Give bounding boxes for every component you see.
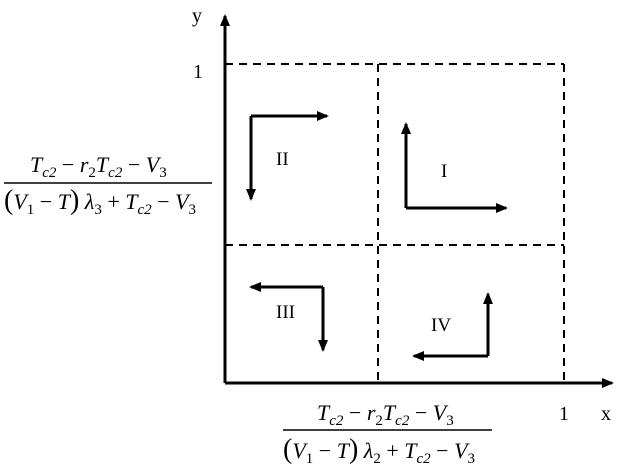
x-threshold-numerator: Tc2 − r2Tc2 − V3 — [317, 400, 454, 429]
region-IV-label: IV — [431, 315, 451, 336]
y-threshold-fraction: Tc2 − r2Tc2 − V3 (V1 − T) λ3 + Tc2 − V3 — [4, 152, 212, 218]
region-I-label: I — [441, 161, 447, 182]
x-threshold-denominator: (V1 − T) λ2 + Tc2 − V3 — [283, 434, 475, 467]
region-IV-arrows — [412, 292, 493, 361]
region-II-arrows — [246, 111, 329, 201]
y-threshold-numerator: Tc2 − r2Tc2 − V3 — [30, 152, 167, 181]
y-axis-one: 1 — [193, 61, 203, 83]
x-axis-one: 1 — [559, 403, 569, 425]
y-threshold-denominator: (V1 − T) λ3 + Tc2 − V3 — [4, 185, 196, 218]
region-II-label: II — [276, 149, 289, 170]
x-axis-label: x — [601, 403, 611, 425]
region-III-arrows — [249, 282, 328, 352]
dashed-boundaries — [225, 63, 565, 383]
x-threshold-fraction: Tc2 − r2Tc2 − V3 (V1 − T) λ2 + Tc2 − V3 — [283, 400, 492, 467]
y-axis-label: y — [192, 5, 202, 27]
region-III-label: III — [276, 302, 295, 323]
region-I-arrows — [401, 122, 508, 213]
